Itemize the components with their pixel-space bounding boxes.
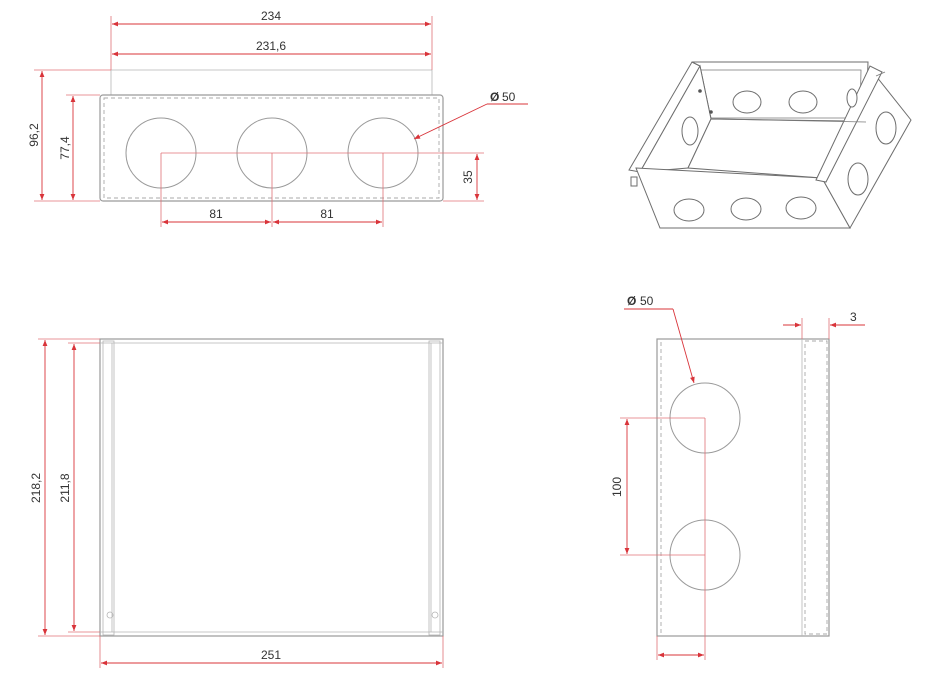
iso-hole-back-2	[788, 90, 818, 114]
dim-height-outer: 96,2	[27, 123, 41, 147]
dim-wall-thickness: 3	[850, 310, 857, 324]
plan-view-dimensions: 218,2 211,8 251	[29, 338, 444, 668]
side-view-dimensions: Ø 50 3 100	[610, 294, 865, 660]
side-outline	[656, 338, 830, 637]
isometric-view	[628, 61, 912, 230]
plan-view	[99, 338, 444, 637]
dim-hole-spacing-left: 81	[209, 207, 223, 221]
iso-hole-front-2	[730, 197, 762, 221]
dim-top-width-outer: 234	[261, 9, 281, 23]
dim-side-hole-diameter: 50	[640, 294, 654, 308]
box-front-outline	[99, 94, 444, 202]
dim-plan-depth-inner: 211,8	[58, 473, 72, 502]
dim-height-inner: 77,4	[58, 136, 72, 160]
dim-plan-depth-outer: 218,2	[29, 473, 43, 503]
box-front-inner-hidden	[103, 97, 440, 199]
iso-hole-front-1	[673, 198, 705, 222]
dim-plan-width: 251	[261, 648, 281, 662]
plan-outline	[99, 338, 444, 637]
iso-hole-side-1	[875, 111, 897, 145]
iso-hole-back-1	[732, 90, 762, 114]
iso-hole-front-3	[785, 196, 817, 220]
dim-hole-diameter-front: 50	[502, 90, 516, 104]
front-view-dimensions: 234 231,6 96,2 77,4 35 81 81 Ø 50	[27, 9, 528, 227]
front-view	[99, 69, 444, 202]
side-diameter-symbol: Ø	[627, 294, 636, 308]
front-diameter-symbol: Ø	[490, 90, 499, 104]
dim-hole-spacing-right: 81	[320, 207, 334, 221]
dim-top-width-inner: 231,6	[256, 39, 286, 53]
side-view	[656, 338, 830, 637]
iso-hole-side-2	[847, 162, 869, 196]
dim-side-hole-spacing: 100	[610, 477, 624, 497]
dim-hole-center-height: 35	[461, 170, 475, 184]
